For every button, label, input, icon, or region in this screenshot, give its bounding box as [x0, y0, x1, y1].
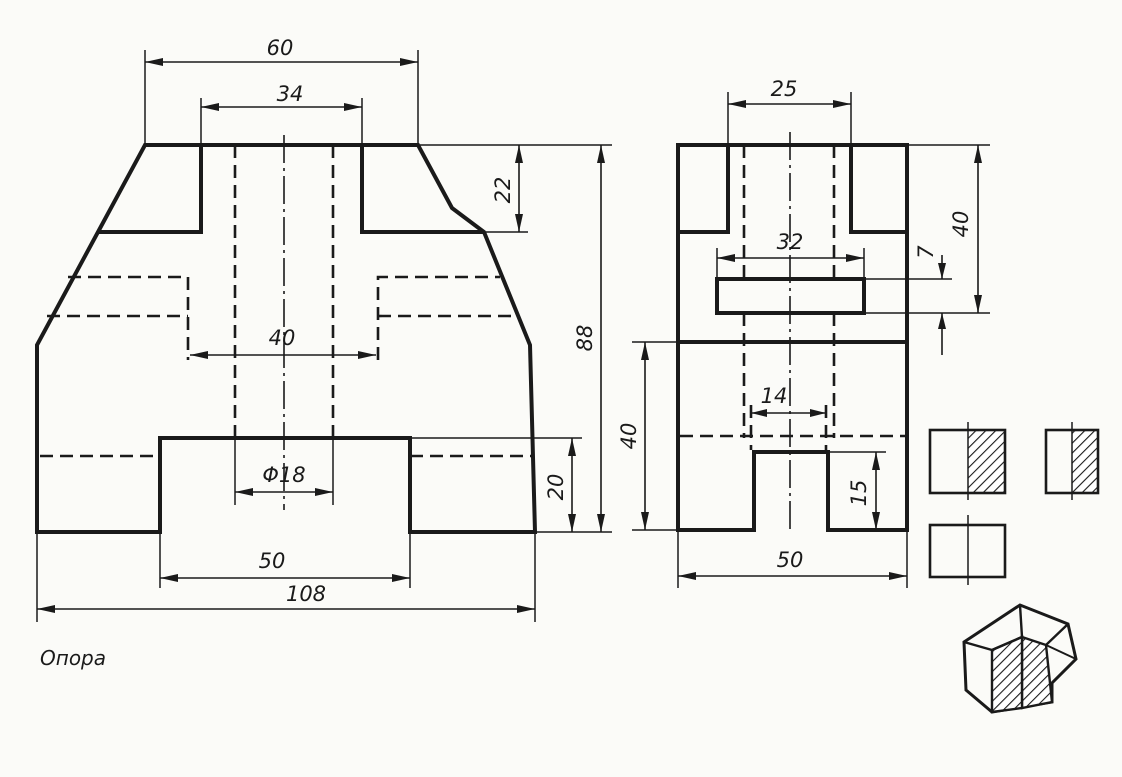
- dim-50-front-label: 50: [259, 549, 286, 573]
- section-sketch-top: [928, 515, 1007, 585]
- dim-40-upper-label: 40: [949, 211, 973, 238]
- dim-60-label: 60: [267, 36, 294, 60]
- side-dimensions: [632, 92, 990, 588]
- dim-34-label: 34: [277, 82, 304, 106]
- front-right-pocket: [360, 145, 484, 234]
- dim-40-lower-label: 40: [617, 423, 641, 450]
- side-hidden-lines: [680, 145, 905, 450]
- dim-phi18-label: Φ18: [262, 463, 305, 487]
- front-view: 60 34 22 88 40 Φ18 20 50 108: [35, 36, 612, 622]
- side-right-pocket: [849, 145, 907, 234]
- dim-50-side-label: 50: [777, 548, 804, 572]
- front-hidden-lines: [40, 145, 532, 458]
- dim-20-label: 20: [544, 474, 568, 501]
- side-view: 25 32 7 40 40 14 15 50: [617, 77, 990, 588]
- front-left-pocket: [98, 145, 203, 234]
- side-view-outline: [676, 143, 909, 532]
- section-sketches: [928, 422, 1100, 585]
- dim-88-label: 88: [573, 325, 597, 352]
- front-dimensions: [36, 50, 612, 622]
- section-sketch-front: [928, 422, 1007, 500]
- dim-40-front-label: 40: [269, 326, 296, 350]
- front-view-outline: [35, 143, 538, 534]
- dim-14-label: 14: [761, 384, 788, 408]
- dim-15-label: 15: [847, 480, 871, 507]
- side-left-pocket: [678, 145, 730, 234]
- dim-25-label: 25: [771, 77, 798, 101]
- dim-32-label: 32: [777, 230, 804, 254]
- dim-7-label: 7: [914, 245, 938, 259]
- dim-22-label: 22: [491, 177, 515, 204]
- drawing-caption: Опора: [40, 646, 106, 670]
- dim-108-label: 108: [286, 582, 326, 606]
- section-sketch-side: [1044, 422, 1100, 500]
- isometric-sketch: [962, 603, 1078, 714]
